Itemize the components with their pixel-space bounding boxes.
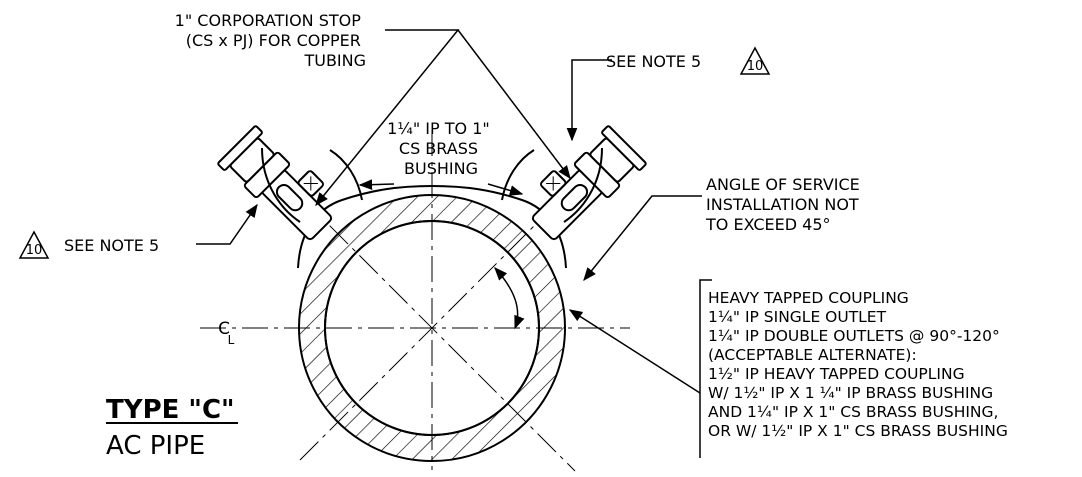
centerline-symbol: C L [218, 319, 235, 347]
corporation-stop-label: 1" CORPORATION STOP (CS x PJ) FOR COPPER… [175, 11, 366, 70]
coupling-notes: HEAVY TAPPED COUPLING 1¼" IP SINGLE OUTL… [708, 289, 1008, 440]
svg-text:L: L [228, 333, 235, 347]
centerlines [200, 130, 630, 472]
leader-lines [196, 29, 712, 458]
see-note-right-label: SEE NOTE 5 [606, 52, 701, 71]
type-subtitle: AC PIPE [106, 431, 205, 461]
bushing-label: 1¼" IP TO 1" CS BRASS BUSHING [387, 119, 495, 178]
revision-triangle-left: 10 [18, 230, 50, 259]
corporation-stop-left [217, 125, 333, 241]
see-note-left-label: SEE NOTE 5 [64, 236, 159, 255]
svg-text:10: 10 [747, 59, 764, 74]
angle-of-service-label: ANGLE OF SERVICE INSTALLATION NOT TO EXC… [705, 175, 865, 234]
type-title: TYPE "C" [106, 395, 235, 425]
svg-text:C: C [218, 319, 230, 339]
revision-triangle-right: 10 [739, 46, 771, 75]
corporation-stop-right [531, 125, 647, 241]
svg-text:10: 10 [26, 243, 43, 258]
